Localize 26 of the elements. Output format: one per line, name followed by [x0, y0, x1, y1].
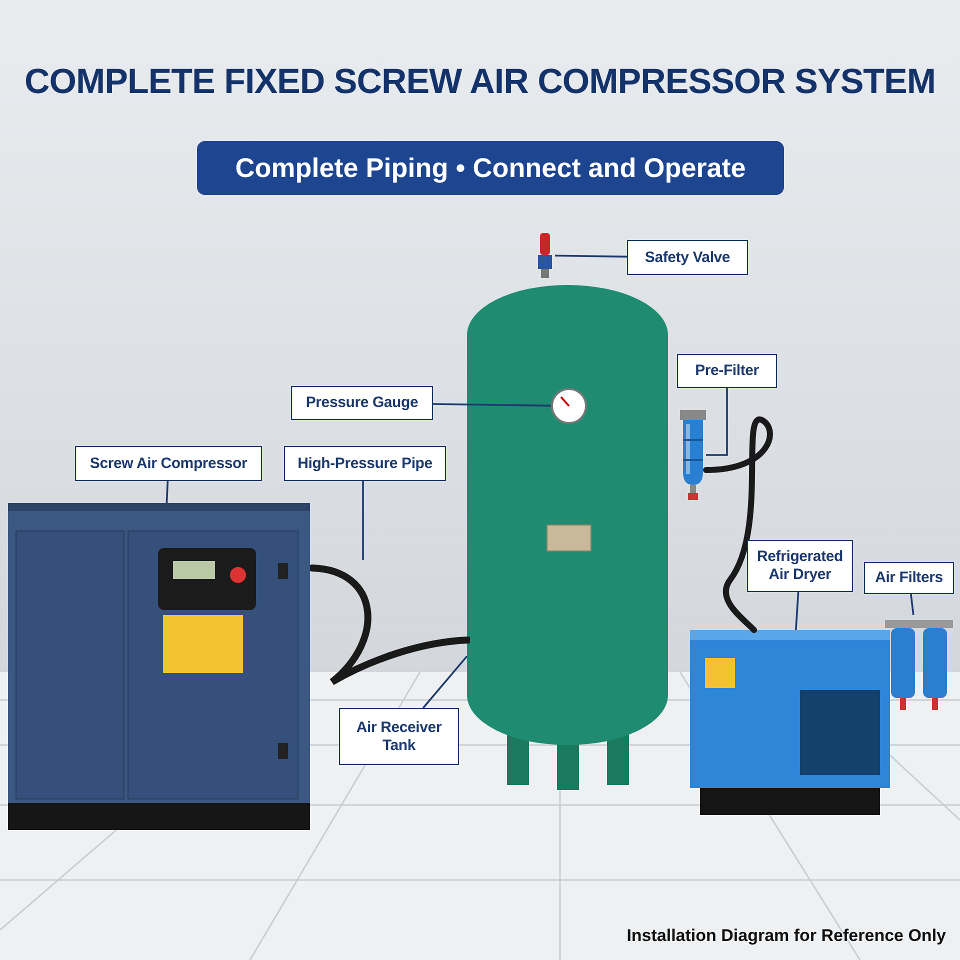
leader-line — [554, 254, 628, 258]
leader-line — [795, 592, 800, 630]
subtitle-banner: Complete Piping • Connect and Operate — [197, 141, 784, 195]
callout-label: Pressure Gauge — [291, 386, 433, 420]
leader-line — [362, 481, 364, 560]
title: COMPLETE FIXED SCREW AIR COMPRESSOR SYSTEM — [23, 62, 937, 102]
callout-label: High-Pressure Pipe — [284, 446, 446, 481]
pre-filter-drawing — [680, 410, 706, 500]
compressor-drawing — [8, 503, 310, 830]
callout-label: Safety Valve — [627, 240, 748, 275]
hose — [703, 417, 773, 633]
leader-line — [422, 656, 468, 709]
leader-line — [166, 480, 169, 504]
leader-line — [910, 594, 914, 616]
callout-label: Refrigerated Air Dryer — [747, 540, 853, 592]
tank-drawing — [467, 285, 668, 790]
callout-label: Pre-Filter — [677, 354, 777, 388]
refrigerated-air-dryer-drawing — [690, 630, 890, 815]
callout-label: Air Receiver Tank — [339, 708, 459, 765]
callout-label: Screw Air Compressor — [75, 446, 262, 481]
pressure-gauge-drawing — [551, 388, 587, 424]
caption: Installation Diagram for Reference Only — [626, 926, 946, 946]
callout-label: Air Filters — [864, 562, 954, 594]
leader-line — [706, 388, 728, 456]
safety-valve-drawing — [535, 233, 555, 278]
leader-line — [432, 403, 552, 407]
